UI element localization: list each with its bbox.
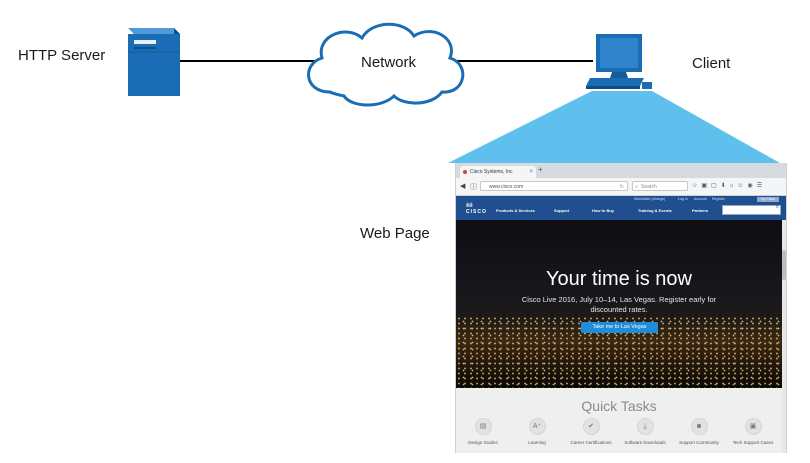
search-icon: ⌕ <box>635 184 638 190</box>
task-software-downloads[interactable]: ⤓ Software Downloads <box>618 418 672 445</box>
close-tab-icon[interactable]: × <box>529 169 533 175</box>
quick-tasks-title: Quick Tasks <box>581 398 657 414</box>
nav-products-services[interactable]: Products & Services <box>496 208 535 213</box>
page-scrollbar[interactable] <box>782 220 786 453</box>
hero-subtitle: Cisco Live 2016, July 10–14, Las Vegas. … <box>521 295 717 314</box>
toolbar-icons[interactable]: ☆▣▢⬇⌂☺◉☰ <box>692 183 767 189</box>
web-page-screenshot: Cisco Systems, Inc × + ◀ ⓘ www.cisco.com… <box>455 163 787 453</box>
nav-support[interactable]: Support <box>554 208 570 213</box>
address-bar[interactable]: www.cisco.com ↻ <box>480 181 628 191</box>
task-career-certifications[interactable]: ✔ Career Certifications <box>564 418 618 445</box>
hero-title: Your time is now <box>546 268 692 290</box>
task-label: Tech Support Cases <box>732 440 774 445</box>
site-search-icon[interactable]: ⌕ <box>775 204 779 210</box>
network-label: Network <box>361 54 417 71</box>
client-view-beam <box>448 91 780 163</box>
new-tab-button[interactable]: + <box>538 165 543 174</box>
cisco-logo-icon[interactable]: ılıılı <box>466 203 473 209</box>
download-icon: ⤓ <box>636 418 654 435</box>
hero-banner: Your time is now Cisco Live 2016, July 1… <box>456 220 782 388</box>
util-link-login[interactable]: Log In <box>678 197 688 201</box>
site-search-input[interactable]: ⌕ <box>722 204 781 215</box>
cisco-logo-text: CISCO <box>466 209 487 215</box>
util-link-account[interactable]: Account <box>694 197 707 201</box>
client-computer-icon <box>586 34 652 89</box>
web-page-label: Web Page <box>360 225 430 242</box>
http-server-label: HTTP Server <box>18 47 106 64</box>
util-link-register[interactable]: Register <box>712 197 726 201</box>
document-icon: ▤ <box>474 418 492 435</box>
certification-icon: ✔ <box>582 418 600 435</box>
task-label: Design Guides <box>468 440 498 445</box>
search-placeholder: Search <box>641 184 657 190</box>
browser-tab-bar: Cisco Systems, Inc × + <box>456 163 786 178</box>
learning-icon: A⁺ <box>528 418 546 435</box>
client-label: Client <box>692 55 731 72</box>
browser-tab[interactable]: Cisco Systems, Inc × <box>460 166 536 178</box>
task-label: Learning <box>528 440 546 445</box>
tab-title: Cisco Systems, Inc <box>470 169 513 175</box>
favicon-icon <box>463 170 467 174</box>
task-label: Career Certifications <box>570 440 612 445</box>
back-icon[interactable]: ◀ <box>460 183 466 190</box>
reload-icon[interactable]: ↻ <box>619 184 624 190</box>
briefcase-icon: ▣ <box>744 418 762 435</box>
browser-search-input[interactable]: ⌕ Search <box>632 181 688 191</box>
cisco-header: Worldwide (change) Log In Account Regist… <box>456 196 786 220</box>
task-tech-support-cases[interactable]: ▣ Tech Support Cases <box>726 418 780 445</box>
hero-cta-button[interactable]: Take me to Las Vegas <box>581 322 658 333</box>
url-text: www.cisco.com <box>489 184 524 190</box>
task-label: Software Downloads <box>624 440 666 445</box>
network-cloud-icon <box>307 22 465 107</box>
task-learning[interactable]: A⁺ Learning <box>510 418 564 445</box>
quick-tasks-section: Quick Tasks ▤ Design Guides A⁺ Learning … <box>456 388 782 453</box>
nav-training-events[interactable]: Training & Events <box>638 208 672 213</box>
browser-toolbar: ◀ ⓘ www.cisco.com ↻ ⌕ Search ☆▣▢⬇⌂☺◉☰ <box>456 178 786 196</box>
community-icon: ☻ <box>690 418 708 435</box>
util-link-worldwide[interactable]: Worldwide (change) <box>634 197 666 201</box>
scrollbar-thumb[interactable] <box>782 250 786 280</box>
task-label: Support Community <box>679 440 719 445</box>
nav-how-to-buy[interactable]: How to Buy <box>592 208 614 213</box>
server-icon <box>128 28 180 96</box>
my-cisco-button[interactable]: My Cisco <box>757 197 779 202</box>
nav-partners[interactable]: Partners <box>692 208 709 213</box>
info-icon[interactable]: ⓘ <box>470 184 477 191</box>
task-design-guides[interactable]: ▤ Design Guides <box>456 418 510 445</box>
task-support-community[interactable]: ☻ Support Community <box>672 418 726 445</box>
